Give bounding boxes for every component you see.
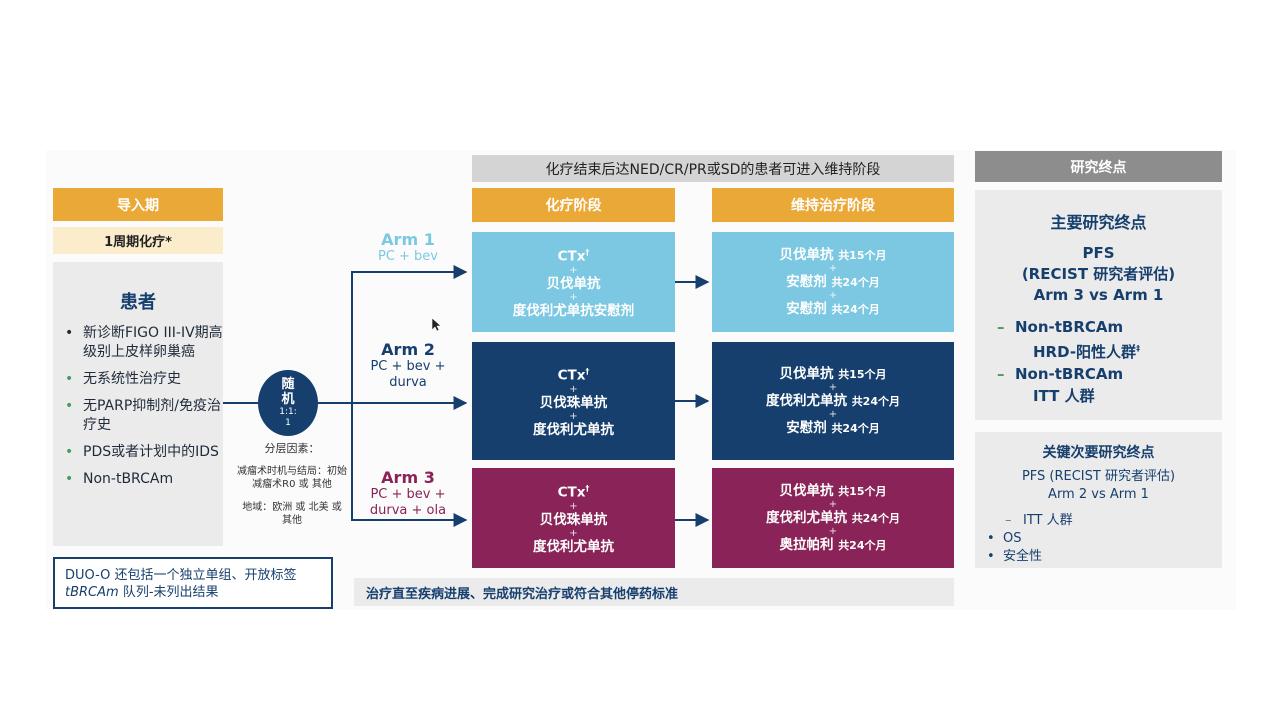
arm2-desc2: durva	[389, 375, 427, 390]
randomization-ratio2: 1	[285, 418, 291, 428]
arm1-chemo-ctx: CTx	[557, 248, 586, 265]
maintenance-banner: 化疗结束后达NED/CR/PR或SD的患者可进入维持阶段	[472, 155, 954, 182]
arm2-maint-drug3: 安慰剂	[786, 419, 827, 436]
arm2-maint-drug2: 度伐利尤单抗	[765, 392, 847, 409]
arm1-desc: PC + bev	[377, 249, 439, 264]
arm3-maint-drug3: 奥拉帕利	[779, 536, 834, 553]
note-line2-em: tBRCAm	[65, 585, 119, 600]
patients-title: 患者	[120, 292, 156, 313]
arm2-maint-dur3: 共24个月	[831, 421, 880, 435]
primary-sub2a: Non-tBRCAm	[1015, 365, 1124, 383]
arm1-maint-dur2: 共24个月	[831, 275, 880, 289]
arm2-maint-box: 贝伐单抗 共15个月 + 度伐利尤单抗 共24个月 + 安慰剂 共24个月	[712, 342, 954, 460]
induction-subheader: 1周期化疗*	[53, 227, 223, 254]
arm3-maint-box: 贝伐单抗 共15个月 + 度伐利尤单抗 共24个月 + 奥拉帕利 共24个月	[712, 468, 954, 568]
stratification-title: 分层因素：	[264, 442, 320, 455]
arm3-label: Arm 3 PC + bev + durva + ola	[356, 468, 460, 519]
arm1-maint-drug1: 贝伐单抗	[779, 246, 834, 263]
arm2-maint-drug1: 贝伐单抗	[779, 365, 834, 382]
treatment-footer: 治疗直至疾病进展、完成研究治疗或符合其他停药标准	[354, 578, 954, 606]
arm2-maint-dur2: 共24个月	[851, 394, 900, 408]
arm3-chemo-drug2: 贝伐珠单抗	[539, 511, 608, 528]
maintenance-phase-header: 维持治疗阶段	[712, 188, 954, 222]
primary-title: 主要研究终点	[1050, 213, 1147, 232]
arm1-maint-dur1: 共15个月	[838, 248, 887, 262]
secondary-endpoint-panel: 关键次要研究终点 PFS (RECIST 研究者评估) Arm 2 vs Arm…	[975, 432, 1222, 568]
arm3-chemo-ctx: CTx	[557, 484, 586, 501]
randomization-node: 随 机 1:1: 1	[258, 370, 318, 436]
arm3-chemo-box: CTx† + 贝伐珠单抗 + 度伐利尤单抗	[472, 468, 675, 568]
primary-sub2b: ITT 人群	[1033, 387, 1095, 405]
arm1-name: Arm 1	[381, 230, 435, 249]
arm2-desc1: PC + bev +	[370, 359, 446, 374]
randomization-line1: 随	[281, 377, 295, 392]
arm3-chemo-drug3: 度伐利尤单抗	[533, 538, 614, 555]
arm3-maint-dur3: 共24个月	[838, 538, 887, 552]
arm2-chemo-box: CTx† + 贝伐珠单抗 + 度伐利尤单抗	[472, 342, 675, 460]
list-item: PDS或者计划中的IDS	[53, 443, 223, 462]
cursor-icon	[432, 318, 442, 332]
arm1-chemo-drug3: 度伐利尤单抗安慰剂	[512, 302, 635, 319]
secondary-l1: PFS (RECIST 研究者评估)	[1021, 469, 1176, 484]
arm3-desc1: PC + bev +	[370, 487, 446, 502]
arm1-label: Arm 1 PC + bev	[362, 230, 454, 264]
secondary-item-os: OS	[1003, 531, 1022, 546]
list-item: 无系统性治疗史	[53, 370, 223, 389]
secondary-sub: ITT 人群	[1023, 513, 1073, 528]
secondary-item-safety: 安全性	[1003, 549, 1043, 564]
primary-l2: (RECIST 研究者评估)	[1021, 265, 1176, 283]
stratification: 分层因素： 减瘤术时机与结局：初始减瘤术R0 或 其他 地域：欧洲 或 北美 或…	[236, 442, 348, 527]
stratification-factor2: 地域：欧洲 或 北美 或 其他	[242, 502, 342, 526]
patients-list: 新诊断FIGO III-IV期高级别上皮样卵巢癌 无系统性治疗史 无PARP抑制…	[53, 324, 223, 489]
note-line1: DUO-O 还包括一个独立单组、开放标签	[65, 568, 297, 583]
arm1-maint-box: 贝伐单抗 共15个月 + 安慰剂 共24个月 + 安慰剂 共24个月	[712, 232, 954, 332]
primary-sub1a: Non-tBRCAm	[1015, 318, 1124, 336]
randomization-line2: 机	[281, 392, 295, 407]
arm1-maint-dur3: 共24个月	[831, 302, 880, 316]
secondary-l2: Arm 2 vs Arm 1	[1048, 487, 1149, 502]
arm2-label: Arm 2 PC + bev + durva	[362, 340, 454, 391]
arm2-maint-dur1: 共15个月	[838, 367, 887, 381]
randomization-ratio: 1:1:	[279, 407, 297, 417]
primary-endpoint-panel: 主要研究终点 PFS (RECIST 研究者评估) Arm 3 vs Arm 1…	[975, 190, 1222, 420]
induction-header: 导入期	[53, 188, 223, 221]
arm3-name: Arm 3	[381, 468, 435, 487]
note-box: DUO-O 还包括一个独立单组、开放标签 tBRCAm 队列-未列出结果	[53, 557, 333, 609]
list-item: 无PARP抑制剂/免疫治疗史	[53, 397, 223, 435]
primary-l3: Arm 3 vs Arm 1	[1033, 286, 1164, 304]
arm2-chemo-ctx: CTx	[557, 367, 586, 384]
patients-panel: 患者 新诊断FIGO III-IV期高级别上皮样卵巢癌 无系统性治疗史 无PAR…	[53, 262, 223, 546]
arm3-desc2: durva + ola	[369, 503, 447, 518]
arm3-maint-drug1: 贝伐单抗	[779, 482, 834, 499]
list-item: 新诊断FIGO III-IV期高级别上皮样卵巢癌	[53, 324, 223, 362]
arm1-chemo-box: CTx† + 贝伐单抗 + 度伐利尤单抗安慰剂	[472, 232, 675, 332]
arm3-maint-drug2: 度伐利尤单抗	[765, 509, 847, 526]
arm3-maint-dur1: 共15个月	[838, 484, 887, 498]
list-item: Non-tBRCAm	[53, 470, 223, 489]
secondary-title: 关键次要研究终点	[1042, 445, 1155, 461]
primary-sub1b: HRD-阳性人群	[1033, 343, 1137, 361]
stratification-factor1: 减瘤术时机与结局：初始减瘤术R0 或 其他	[237, 466, 347, 490]
note-line2-rest: 队列-未列出结果	[118, 585, 219, 600]
arm3-maint-dur2: 共24个月	[851, 511, 900, 525]
arm2-chemo-drug2: 贝伐珠单抗	[539, 394, 608, 411]
arm2-name: Arm 2	[381, 340, 435, 359]
primary-l1: PFS	[1082, 244, 1115, 262]
endpoints-header: 研究终点	[975, 151, 1222, 182]
chemo-phase-header: 化疗阶段	[472, 188, 675, 222]
arm1-chemo-drug2: 贝伐单抗	[546, 275, 601, 292]
arm1-maint-drug3: 安慰剂	[786, 300, 827, 317]
arm1-maint-drug2: 安慰剂	[786, 273, 827, 290]
arm2-chemo-drug3: 度伐利尤单抗	[533, 421, 614, 438]
